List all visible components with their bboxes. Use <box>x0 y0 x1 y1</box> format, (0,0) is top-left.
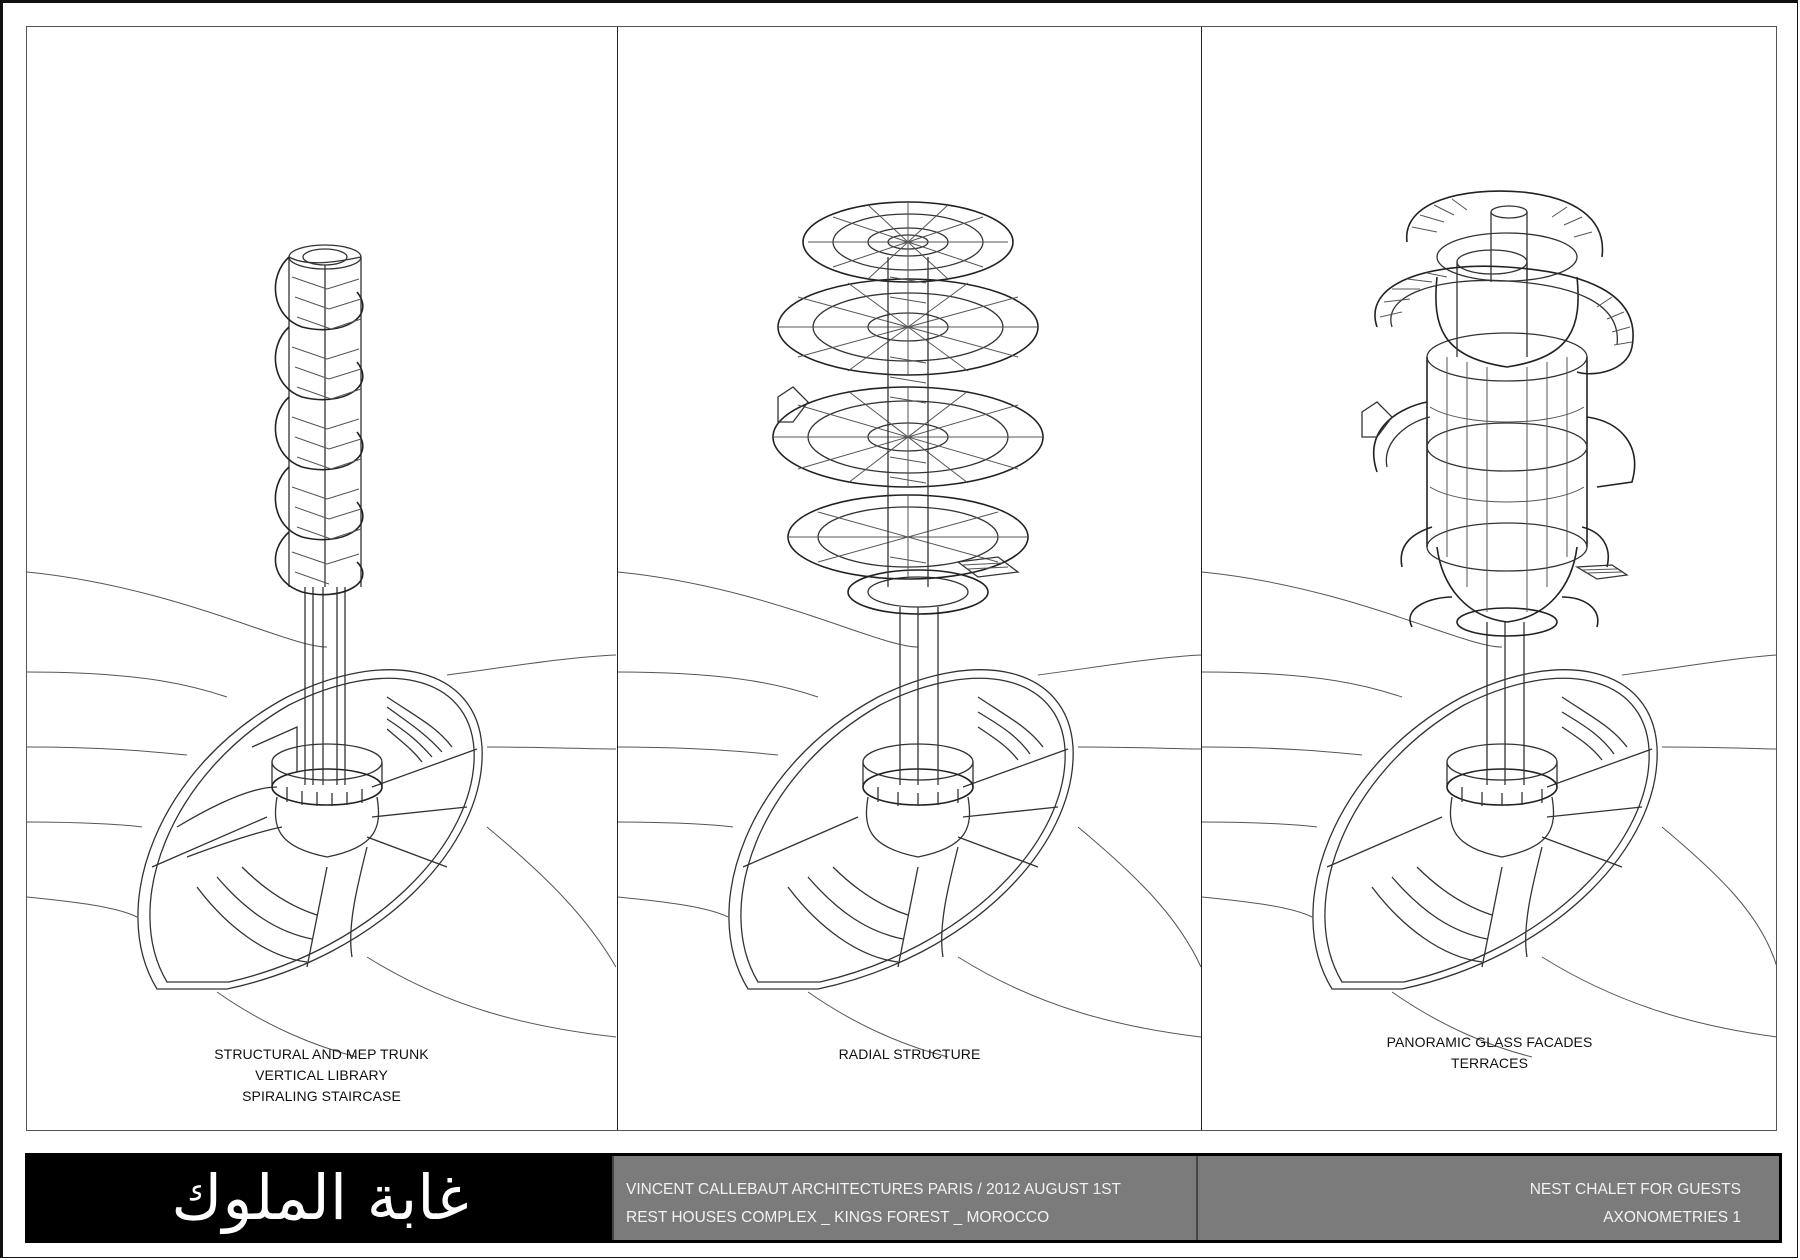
sheet-info-cell: NEST CHALET FOR GUESTS AXONOMETRIES 1 <box>1196 1156 1779 1240</box>
building-line: NEST CHALET FOR GUESTS <box>1529 1181 1741 1198</box>
caption-line: VERTICAL LIBRARY <box>255 1067 388 1083</box>
base-drum <box>271 743 383 858</box>
panel-radial-structure: RADIAL STRUCTURE <box>617 27 1201 1130</box>
office-line: VINCENT CALLEBAUT ARCHITECTURES PARIS / … <box>626 1181 1122 1198</box>
title-block: غابة الملوك VINCENT CALLEBAUT ARCHITECTU… <box>25 1153 1782 1243</box>
caption-line: TERRACES <box>1450 1055 1529 1071</box>
central-trunk <box>1486 622 1525 785</box>
caption-line: PANORAMIC GLASS FACADES <box>1386 1034 1593 1050</box>
terraces <box>1361 190 1636 628</box>
central-trunk <box>304 587 346 785</box>
central-trunk <box>899 607 939 785</box>
terrain-contours <box>618 571 1201 1058</box>
sheet-line: AXONOMETRIES 1 <box>1603 1209 1741 1226</box>
drawing-frame <box>26 26 1777 1131</box>
axonometric-facades-drawing <box>1202 190 1777 1058</box>
arabic-title-cell: غابة الملوك <box>28 1156 612 1240</box>
panel-caption-facades: PANORAMIC GLASS FACADES TERRACES <box>1202 1032 1777 1074</box>
panel-caption-trunk: STRUCTURAL AND MEP TRUNK VERTICAL LIBRAR… <box>27 1044 616 1107</box>
office-info-cell: VINCENT CALLEBAUT ARCHITECTURES PARIS / … <box>612 1156 1196 1240</box>
arabic-project-title: غابة الملوك <box>171 1161 469 1234</box>
panel-glass-facades: PANORAMIC GLASS FACADES TERRACES <box>1201 27 1777 1130</box>
plaza-ellipse <box>728 669 1074 990</box>
base-drum <box>1446 743 1558 858</box>
caption-line: STRUCTURAL AND MEP TRUNK <box>214 1046 429 1062</box>
axonometric-trunk-drawing <box>27 244 616 1058</box>
axonometric-radial-drawing <box>618 201 1201 1058</box>
panel-structural-trunk: STRUCTURAL AND MEP TRUNK VERTICAL LIBRAR… <box>27 27 616 1130</box>
spiral-staircase <box>274 244 364 596</box>
terrain-contours <box>1202 571 1777 1058</box>
caption-line: RADIAL STRUCTURE <box>838 1046 981 1062</box>
plaza-ellipse <box>137 669 483 990</box>
glass-pod <box>1426 205 1588 637</box>
terrain-contours <box>27 571 616 1058</box>
plaza-ellipse <box>1312 669 1658 990</box>
caption-line: SPIRALING STAIRCASE <box>242 1088 401 1104</box>
radial-floors <box>772 201 1044 615</box>
project-line: REST HOUSES COMPLEX _ KINGS FOREST _ MOR… <box>626 1209 1050 1226</box>
panel-caption-radial: RADIAL STRUCTURE <box>618 1044 1201 1065</box>
